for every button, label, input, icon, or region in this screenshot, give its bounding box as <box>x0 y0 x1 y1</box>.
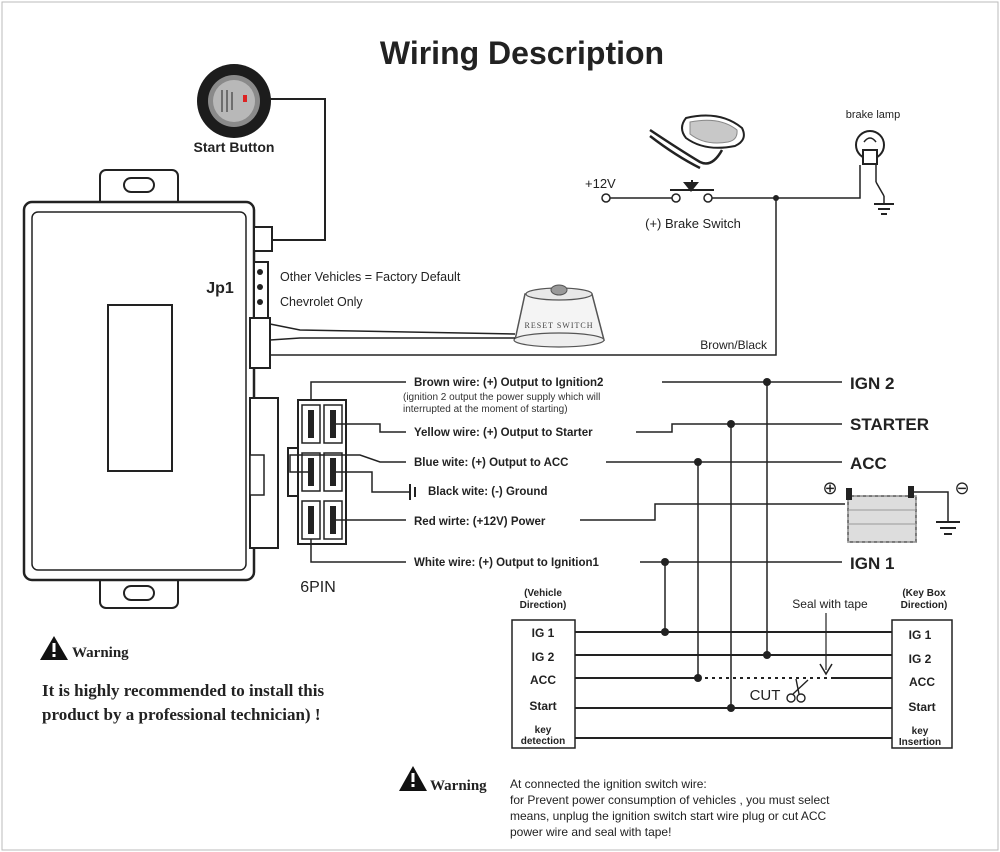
junction-dots <box>661 378 771 566</box>
wire-label-black: Black wite: (-) Ground <box>428 486 547 498</box>
vehicle-row-ig1: IG 1 <box>532 626 555 640</box>
battery-ground-icon <box>936 521 960 535</box>
wire-label-white: White wire: (+) Output to Ignition1 <box>414 557 600 569</box>
scissors-icon <box>786 678 809 703</box>
keybox-direction-line-2: Direction) <box>901 600 948 611</box>
warning-2-line-1: At connected the ignition switch wire: <box>510 777 707 791</box>
wire-label-brown: Brown wire: (+) Output to Ignition2 <box>414 377 603 389</box>
connector-wires <box>289 381 406 563</box>
control-module <box>22 169 279 609</box>
wire-label-red: Red wirte: (+12V) Power <box>414 516 546 528</box>
brake-switch-icon <box>601 180 714 203</box>
brake-lamp-icon <box>855 130 885 197</box>
vehicle-direction-line-2: Direction) <box>520 600 567 611</box>
vehicle-row-acc: ACC <box>530 673 556 687</box>
ignition-lines <box>575 631 892 739</box>
ign2-note-line-2: interrupted at the moment of starting) <box>403 404 568 415</box>
wire-label-yellow: Yellow wire: (+) Output to Starter <box>414 427 593 439</box>
keybox-row-key-2: Insertion <box>899 737 941 748</box>
warning-triangle-icon-2 <box>399 766 427 791</box>
warning-1-line-2: product by a professional technician) ! <box>42 705 320 724</box>
keybox-row-start: Start <box>908 700 935 714</box>
brake-voltage-label: +12V <box>585 176 616 191</box>
page-title: Wiring Description <box>380 35 664 71</box>
warning-1-label: Warning <box>72 645 129 661</box>
output-wires <box>580 381 845 708</box>
jumper-pins-icon <box>257 269 263 305</box>
vehicle-row-start: Start <box>529 699 556 713</box>
keybox-side-block <box>891 619 953 749</box>
brake-lamp-label: brake lamp <box>846 109 900 121</box>
target-ign1: IGN 1 <box>850 554 894 573</box>
warning-2-line-4: power wire and seal with tape! <box>510 825 671 839</box>
seal-with-tape-label: Seal with tape <box>792 597 868 611</box>
warning-2-label: Warning <box>430 778 487 794</box>
warning-1-line-1: It is highly recommended to install this <box>42 681 324 700</box>
jumper-option-default: Other Vehicles = Factory Default <box>280 270 461 284</box>
brake-switch-label: (+) Brake Switch <box>645 216 741 231</box>
vehicle-row-ig2: IG 2 <box>532 650 555 664</box>
battery-icon <box>846 486 917 543</box>
start-button-icon <box>197 64 271 138</box>
start-button-wire <box>262 98 326 241</box>
warning-2-line-2: for Prevent power consumption of vehicle… <box>510 793 830 807</box>
battery-minus-symbol: ⊖ <box>954 478 969 498</box>
jumper-option-chevrolet: Chevrolet Only <box>280 295 363 309</box>
keybox-row-key-1: key <box>912 726 929 737</box>
keybox-row-ig1: IG 1 <box>909 628 932 642</box>
keybox-row-acc: ACC <box>909 675 935 689</box>
battery-ground-wire <box>914 491 949 522</box>
connector-label: 6PIN <box>300 579 336 596</box>
keybox-direction-line-1: (Key Box <box>902 588 946 599</box>
target-acc: ACC <box>850 454 887 473</box>
target-ign2: IGN 2 <box>850 374 894 393</box>
brake-signal-wire <box>270 198 777 356</box>
reset-switch-label: RESET SWITCH <box>525 321 594 330</box>
brake-wire-color: Brown/Black <box>700 338 768 352</box>
vehicle-direction-line-1: (Vehicle <box>524 588 562 599</box>
vehicle-row-key-2: detection <box>521 736 565 747</box>
brake-pedal-icon <box>649 114 745 170</box>
ground-icon <box>874 196 894 215</box>
vehicle-row-key-1: key <box>535 725 552 736</box>
seal-arrow-icon <box>819 613 833 676</box>
vehicle-side-block <box>511 619 576 749</box>
wire-label-blue: Blue wite: (+) Output to ACC <box>414 457 569 469</box>
reset-switch-wire-2 <box>269 337 515 341</box>
warning-2-line-3: means, unplug the ignition switch start … <box>510 809 826 823</box>
ign2-note-line-1: (ignition 2 output the power supply whic… <box>403 392 600 403</box>
warning-triangle-icon <box>40 636 68 660</box>
start-button-label: Start Button <box>194 139 275 155</box>
battery-plus-symbol: ⊕ <box>822 478 837 498</box>
cut-label: CUT <box>750 687 781 704</box>
keybox-row-ig2: IG 2 <box>909 652 932 666</box>
reset-switch-wire-1 <box>269 323 516 335</box>
reset-switch-icon <box>513 284 605 348</box>
ignition-junction-dots <box>661 628 771 712</box>
jumper-label: Jp1 <box>206 280 234 297</box>
brake-lamp-wire <box>712 165 861 199</box>
target-starter: STARTER <box>850 415 929 434</box>
ground-symbol-icon <box>406 484 416 500</box>
